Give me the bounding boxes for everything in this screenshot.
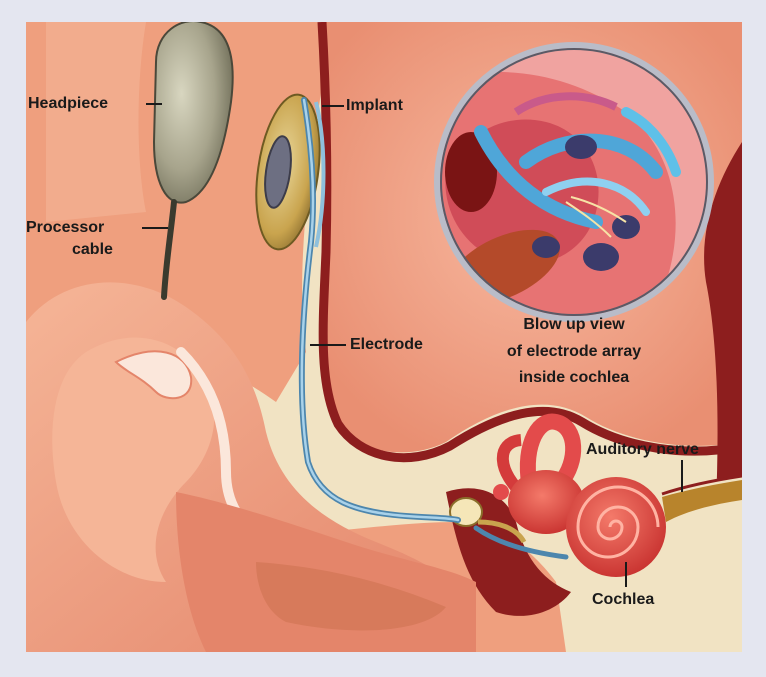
electrode-into-cochlea [473,525,569,560]
electrode-label: Electrode [350,336,423,353]
brain-membrane [317,22,742,463]
implant-rim [314,101,326,248]
processor-cable-line [161,199,177,300]
cochlea-spiral [576,485,660,559]
implant-label: Implant [346,97,403,114]
headpiece-label: Headpiece [28,95,109,112]
ossicle-stapes [477,519,527,544]
caption-strip [0,660,766,677]
concha-shadow [256,562,446,631]
cochlear-implant-diagram: Headpiece Implant Processor cable Electr… [26,22,742,652]
processor-cable-label-line1: Processor [26,219,105,236]
ossicle-small [493,484,509,500]
ear-cross-section-illustration [26,22,742,652]
semicircular-canal [519,413,582,494]
blowup-label-line3: inside cochlea [518,369,630,386]
auditory-nerve-sheath [661,474,742,496]
blowup-contents [437,45,711,319]
blowup-label-line1: Blow up view [523,316,625,333]
vestibule [508,470,584,534]
processor-cable-label-line2: cable [72,241,113,258]
pinna-inner-fold [114,350,193,400]
implant-magnet [264,135,292,209]
blowup-circle-ring [434,42,714,322]
scalp-highlight [46,22,146,222]
cochlea-label: Cochlea [592,591,655,608]
blowup-circle-ring-inner [440,48,708,316]
auditory-nerve-label: Auditory nerve [586,441,699,458]
electrode-wire-highlight [300,98,460,522]
auditory-nerve [662,480,742,522]
blowup-label-line2: of electrode array [506,343,642,360]
cochlea-shape [566,477,666,577]
headpiece-device [152,22,234,204]
